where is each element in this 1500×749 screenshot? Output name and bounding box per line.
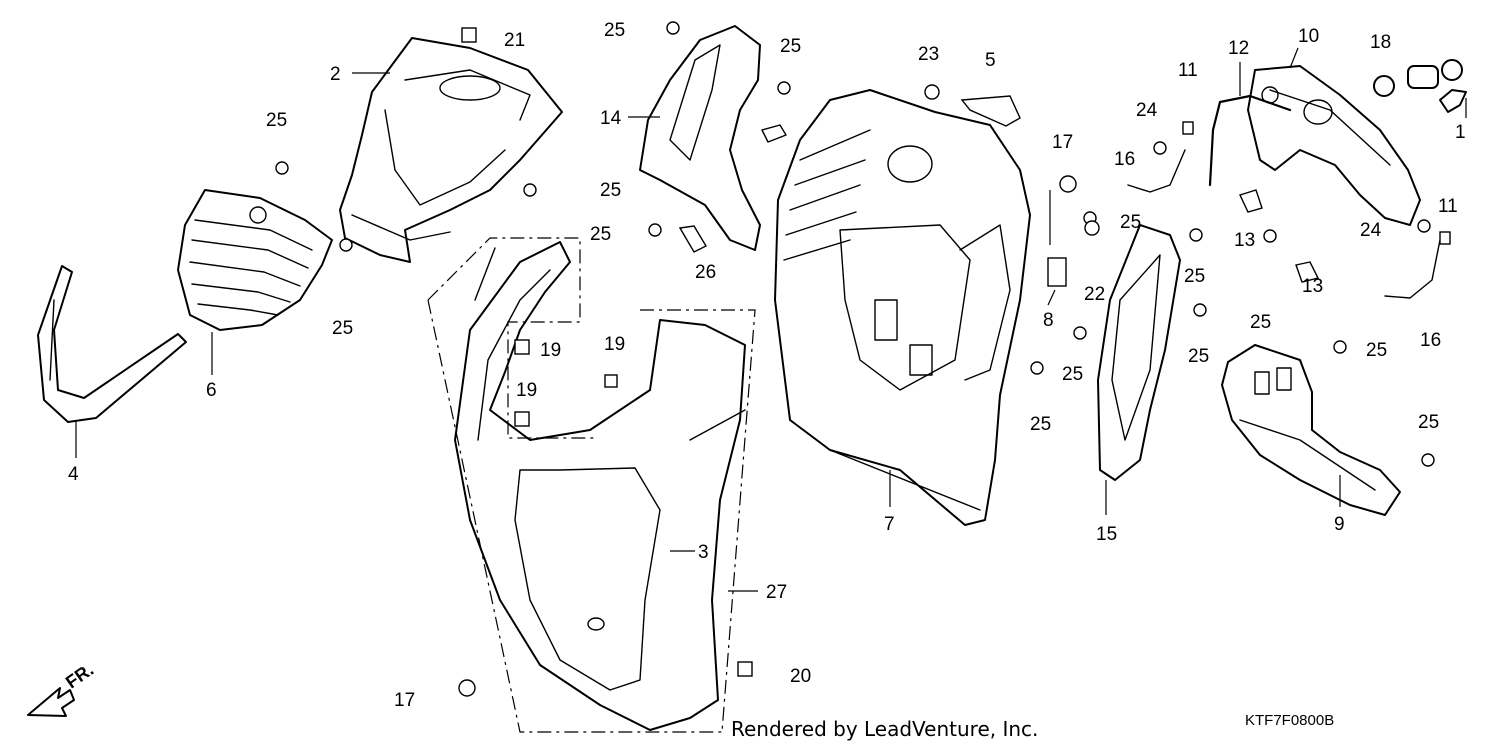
part-9-lid-body (1221, 344, 1401, 516)
callout-25: 25 (1418, 412, 1439, 433)
callout-11a: 11 (1178, 60, 1198, 81)
callout-13a: 13 (1234, 230, 1255, 251)
callout-25: 25 (1184, 266, 1205, 287)
callout-25: 25 (1030, 414, 1051, 435)
callout-3: 3 (698, 542, 709, 563)
part-13-clip-a (1239, 189, 1263, 213)
part-12-cable (1208, 94, 1292, 187)
callout-19c: 19 (516, 380, 537, 401)
callout-8: 8 (1043, 310, 1054, 331)
callout-27: 27 (766, 582, 787, 603)
callout-19b: 19 (604, 334, 625, 355)
callout-12: 12 (1228, 38, 1249, 59)
callout-13b: 13 (1302, 276, 1323, 297)
group-bracket-upper (427, 237, 596, 439)
part-16-wire-b (1384, 239, 1441, 299)
part-8-clip (1047, 257, 1067, 287)
callout-17a: 17 (1052, 132, 1073, 153)
part-15-side-panel-right (1097, 224, 1181, 481)
callout-16a: 16 (1114, 149, 1135, 170)
callout-19a: 19 (540, 340, 561, 361)
callout-11b: 11 (1438, 196, 1458, 217)
callout-2: 2 (330, 64, 341, 85)
part-16-wire-a (1127, 149, 1186, 193)
render-credit: Rendered by LeadVenture, Inc. (731, 717, 1039, 741)
callout-10: 10 (1298, 26, 1319, 47)
screw-markers (275, 21, 1435, 697)
callout-25: 25 (332, 318, 353, 339)
callout-4: 4 (68, 464, 79, 485)
part-20-nut (737, 661, 753, 677)
callout-25: 25 (1250, 312, 1271, 333)
callout-23: 23 (918, 44, 939, 65)
callout-numbers: 1 2 3 4 5 6 7 8 9 10 11 11 12 13 13 14 1… (68, 20, 1466, 711)
callout-24b: 24 (1360, 220, 1382, 241)
callout-20: 20 (790, 666, 811, 687)
part-5-bracket (960, 95, 1021, 127)
leader-lines (75, 47, 1467, 592)
callout-25: 25 (1366, 340, 1387, 361)
part-21-nut (461, 27, 477, 43)
part-1-key-set (1407, 59, 1467, 113)
part-26-bracket (678, 225, 707, 253)
callout-22: 22 (1084, 284, 1105, 305)
group-bracket-lower (427, 299, 722, 733)
part-4-trim-strip (37, 265, 187, 423)
part-13-clip-b (1295, 261, 1320, 283)
part-19-nut-a (514, 339, 530, 355)
part-18-nut (1373, 75, 1395, 97)
callout-7: 7 (884, 514, 895, 535)
callout-25: 25 (1120, 212, 1141, 233)
callout-26: 26 (695, 262, 716, 283)
callout-6: 6 (206, 380, 217, 401)
callout-21: 21 (504, 30, 525, 51)
callout-25: 25 (1062, 364, 1083, 385)
callout-24a: 24 (1136, 100, 1158, 121)
callout-14: 14 (600, 108, 622, 129)
callout-9: 9 (1334, 514, 1345, 535)
part-19-nut-b (514, 411, 530, 427)
part-19-nut-c (604, 374, 618, 388)
callout-18: 18 (1370, 32, 1391, 53)
part-14-side-panel-left (639, 25, 787, 251)
part-2-upper-cover (339, 37, 563, 263)
callout-1: 1 (1455, 122, 1466, 143)
callout-25: 25 (600, 180, 621, 201)
callout-25: 25 (1188, 346, 1209, 367)
callout-25: 25 (780, 36, 801, 57)
callout-17b: 17 (394, 690, 415, 711)
callout-5: 5 (985, 50, 996, 71)
part-6-grille (177, 189, 333, 331)
callout-25: 25 (590, 224, 611, 245)
callout-25: 25 (604, 20, 625, 41)
front-arrow-icon (27, 687, 75, 717)
callout-25: 25 (266, 110, 287, 131)
part-11-clip-b (1439, 231, 1451, 245)
callout-16b: 16 (1420, 330, 1441, 351)
part-11-clip-a (1182, 121, 1194, 135)
callout-15: 15 (1096, 524, 1117, 545)
diagram-code: KTF7F0800B (1245, 712, 1335, 729)
part-3-leg-shield (454, 241, 746, 731)
part-7-inner-box (774, 89, 1031, 526)
